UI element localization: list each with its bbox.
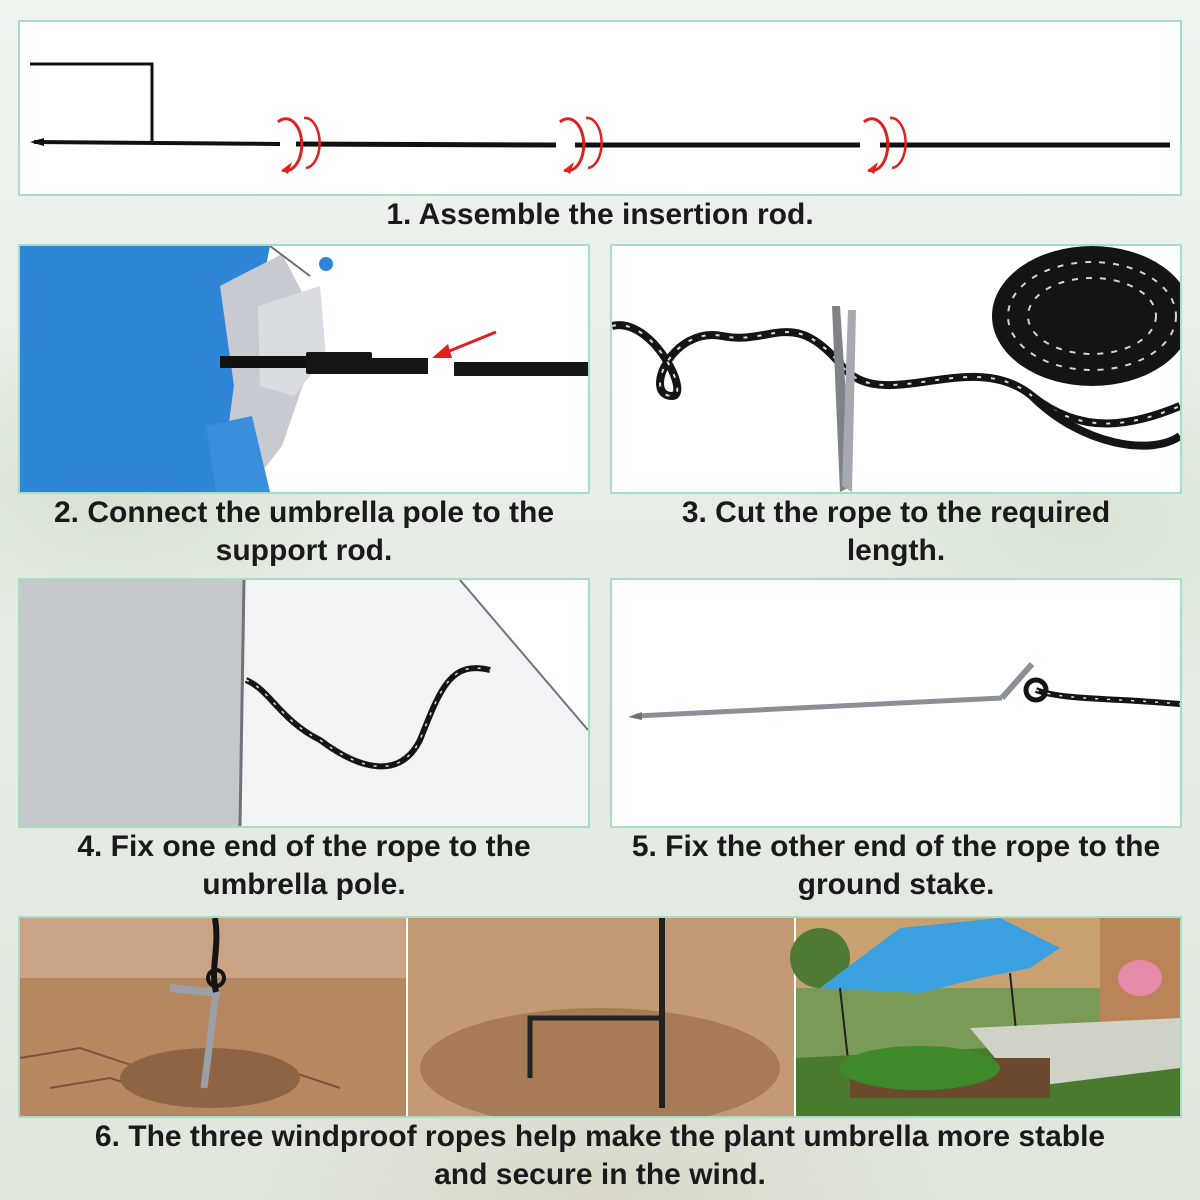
step3-caption-line1: 3. Cut the rope to the required: [681, 496, 1111, 529]
step1-caption: 1. Assemble the insertion rod.: [386, 198, 814, 231]
step5-caption: 5. Fix the other end of the rope to the …: [606, 828, 1186, 904]
step4-caption-line2: umbrella pole.: [202, 868, 406, 901]
step6-caption-line1: 6. The three windproof ropes help make t…: [94, 1120, 1106, 1153]
step2-panel: [18, 244, 590, 494]
step2-caption-line1: 2. Connect the umbrella pole to the: [53, 496, 555, 529]
step6-caption-line2: and secure in the wind.: [434, 1158, 766, 1191]
step4-caption: 4. Fix one end of the rope to the umbrel…: [18, 828, 590, 904]
step5-panel: [610, 578, 1182, 828]
step3-panel: [610, 244, 1182, 494]
pointer-arrow-icon: [432, 330, 497, 358]
insertion-rod-illustration: [30, 62, 1170, 174]
step3-caption-line2: length.: [846, 534, 946, 567]
rotate-arrow-icon: [558, 116, 603, 174]
windproof-ropes-illustration: [20, 918, 1180, 1116]
umbrella-pole-connection-illustration: [20, 246, 588, 492]
step2-caption-line2: support rod.: [215, 534, 393, 567]
step4-panel: [18, 578, 590, 828]
step3-caption: 3. Cut the rope to the required length.: [610, 494, 1182, 570]
step1-panel: [18, 20, 1182, 196]
step5-caption-line2: ground stake.: [797, 868, 995, 901]
step5-caption-line1: 5. Fix the other end of the rope to the: [631, 830, 1161, 863]
rotate-arrow-icon: [276, 116, 321, 174]
step6-caption: 6. The three windproof ropes help make t…: [0, 1118, 1200, 1194]
rotate-arrow-icon: [862, 116, 907, 174]
rope-to-stake-illustration: [612, 580, 1180, 826]
step4-caption-line1: 4. Fix one end of the rope to the: [77, 830, 531, 863]
step2-caption: 2. Connect the umbrella pole to the supp…: [18, 494, 590, 570]
cut-rope-illustration: [612, 246, 1180, 492]
step6-panel: [18, 916, 1182, 1118]
rope-to-umbrella-illustration: [20, 580, 588, 826]
